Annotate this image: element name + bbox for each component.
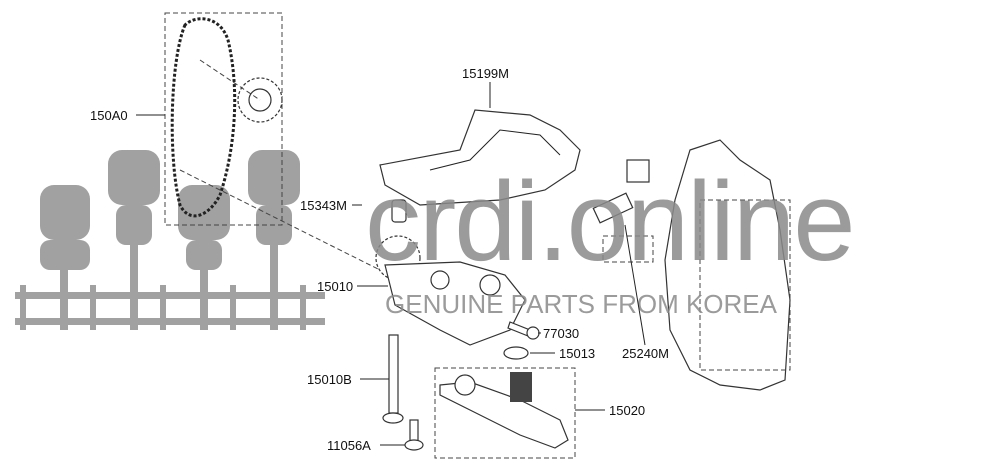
- callout-15020[interactable]: 15020: [609, 403, 645, 418]
- oil-strainer: [439, 381, 569, 449]
- timing-chain-group: [164, 12, 401, 281]
- callout-15199M[interactable]: 15199M: [462, 66, 509, 81]
- callout-150A0[interactable]: 150A0: [90, 108, 128, 123]
- piston-icon: [178, 185, 230, 330]
- callout-15010B[interactable]: 15010B: [307, 372, 352, 387]
- piston-icon: [40, 185, 90, 330]
- engine-block: [664, 139, 791, 391]
- watermark-logo: [15, 150, 325, 330]
- callout-77030[interactable]: 77030: [543, 326, 579, 341]
- oil-level-sensor: [592, 192, 634, 224]
- oil-pump: [375, 199, 526, 346]
- callout-11056A[interactable]: 11056A: [327, 438, 371, 453]
- bolt-15010b: [388, 334, 399, 414]
- o-ring-15013: [503, 346, 529, 360]
- bolt-11056a: [409, 419, 419, 443]
- callout-15343M[interactable]: 15343M: [300, 198, 347, 213]
- watermark-tagline: GENUINE PARTS FROM KOREA: [385, 289, 778, 319]
- watermark-brand: crdi.online: [365, 159, 854, 284]
- callout-15010[interactable]: 15010: [317, 279, 353, 294]
- callout-15013[interactable]: 15013: [559, 346, 595, 361]
- piston-icon: [248, 150, 300, 330]
- piston-icon: [108, 150, 160, 330]
- callout-25240M[interactable]: 25240M: [622, 346, 669, 361]
